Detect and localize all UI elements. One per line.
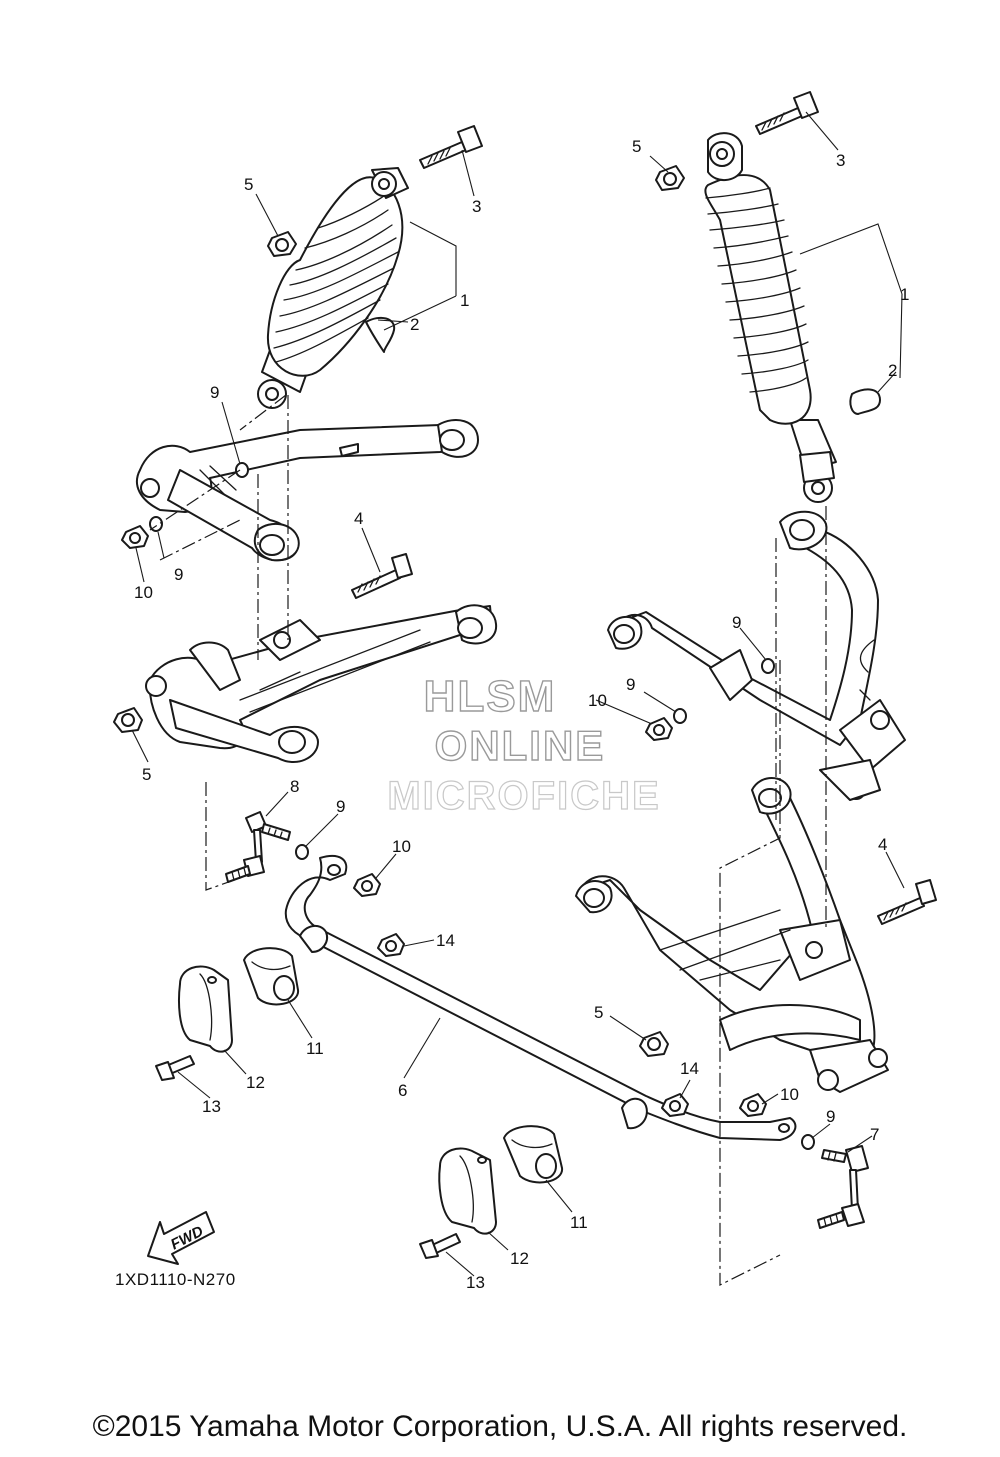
left-upper-nut bbox=[121, 525, 149, 549]
right-link-nut bbox=[739, 1093, 767, 1117]
right-holder-bolt bbox=[419, 1233, 461, 1259]
callout-2-left: 2 bbox=[410, 315, 419, 334]
left-holder-bolt bbox=[155, 1055, 195, 1081]
right-arm-bolt bbox=[877, 879, 937, 925]
callout-9-left-upper-2: 9 bbox=[174, 565, 183, 584]
callout-9-right-upper-2: 9 bbox=[626, 675, 635, 694]
left-guide-lines bbox=[149, 394, 289, 891]
right-bushing bbox=[503, 1125, 563, 1184]
left-spring-collar bbox=[365, 316, 396, 353]
callout-12-left: 12 bbox=[246, 1073, 265, 1092]
stabilizer-link-left bbox=[225, 811, 291, 883]
leader-lines bbox=[131, 111, 905, 1277]
right-upper-nut bbox=[645, 717, 673, 741]
right-lower-arm bbox=[575, 777, 889, 1093]
right-link-washer bbox=[801, 1134, 815, 1150]
callout-14-left: 14 bbox=[436, 931, 455, 950]
callout-1-right: 1 bbox=[900, 285, 909, 304]
left-lower-arm bbox=[145, 604, 498, 763]
watermark-line-1: HLSM bbox=[423, 671, 557, 721]
callouts: 1 2 3 5 9 9 10 4 5 8 9 10 14 11 12 13 6 … bbox=[134, 137, 909, 1292]
callout-4-left: 4 bbox=[354, 509, 363, 528]
callout-13-right: 13 bbox=[466, 1273, 485, 1292]
diagram-code: 1XD1110-N270 bbox=[115, 1270, 236, 1289]
callout-10-left-upper: 10 bbox=[134, 583, 153, 602]
stabilizer-nut-right bbox=[661, 1093, 689, 1117]
right-spring-collar bbox=[849, 388, 881, 415]
fwd-arrow-icon: FWD bbox=[147, 1211, 215, 1265]
callout-12-right: 12 bbox=[510, 1249, 529, 1268]
stabilizer-link-right bbox=[817, 1145, 869, 1229]
left-link-nut bbox=[353, 873, 381, 897]
callout-8: 8 bbox=[290, 777, 299, 796]
callout-11-left: 11 bbox=[306, 1039, 324, 1058]
right-upper-shock-nut bbox=[655, 165, 685, 191]
left-arm-bolt bbox=[351, 553, 413, 599]
copyright-notice: ©2015 Yamaha Motor Corporation, U.S.A. A… bbox=[92, 1410, 908, 1443]
left-upper-shock-bolt bbox=[419, 125, 483, 169]
stabilizer-bar bbox=[284, 855, 797, 1141]
left-link-washer bbox=[295, 844, 309, 860]
callout-4-right: 4 bbox=[878, 835, 887, 854]
callout-2-right: 2 bbox=[888, 361, 897, 380]
right-upper-arm bbox=[607, 510, 906, 801]
callout-5-left-upper: 5 bbox=[244, 175, 253, 194]
callout-3-left: 3 bbox=[472, 197, 481, 216]
callout-5-left-lower: 5 bbox=[142, 765, 151, 784]
right-lower-nut bbox=[639, 1031, 669, 1057]
callout-6: 6 bbox=[398, 1081, 407, 1100]
callout-9-right-upper: 9 bbox=[732, 613, 741, 632]
left-upper-washer bbox=[235, 462, 249, 478]
watermark-line-2: ONLINE bbox=[434, 721, 606, 769]
watermark-line-3: MICROFICHE bbox=[387, 773, 661, 818]
left-lower-nut bbox=[113, 707, 143, 733]
right-upper-washer bbox=[761, 658, 775, 674]
stabilizer-nut-left bbox=[377, 933, 405, 957]
callout-9-right-link: 9 bbox=[826, 1107, 835, 1126]
callout-7: 7 bbox=[870, 1125, 879, 1144]
callout-1-left: 1 bbox=[460, 291, 469, 310]
callout-14-right: 14 bbox=[680, 1059, 699, 1078]
right-upper-shock-bolt bbox=[755, 91, 819, 135]
callout-3-right: 3 bbox=[836, 151, 845, 170]
callout-10-right-upper: 10 bbox=[588, 691, 607, 710]
right-shock-absorber bbox=[704, 132, 837, 503]
left-bushing-holder bbox=[178, 965, 233, 1053]
right-upper-washer-2 bbox=[673, 708, 687, 724]
callout-10-left-link: 10 bbox=[392, 837, 411, 856]
callout-5-right-upper: 5 bbox=[632, 137, 641, 156]
callout-10-right-link: 10 bbox=[780, 1085, 799, 1104]
left-upper-shock-nut bbox=[267, 231, 297, 257]
left-shock-absorber bbox=[257, 167, 409, 409]
left-bushing bbox=[243, 947, 299, 1006]
right-guide-lines bbox=[719, 506, 827, 1286]
callout-9-left-upper: 9 bbox=[210, 383, 219, 402]
callout-5-right-lower: 5 bbox=[594, 1003, 603, 1022]
callout-11-right: 11 bbox=[570, 1213, 588, 1232]
callout-9-left-link: 9 bbox=[336, 797, 345, 816]
left-upper-arm bbox=[135, 419, 479, 562]
right-bushing-holder bbox=[438, 1147, 497, 1235]
callout-13-left: 13 bbox=[202, 1097, 221, 1116]
